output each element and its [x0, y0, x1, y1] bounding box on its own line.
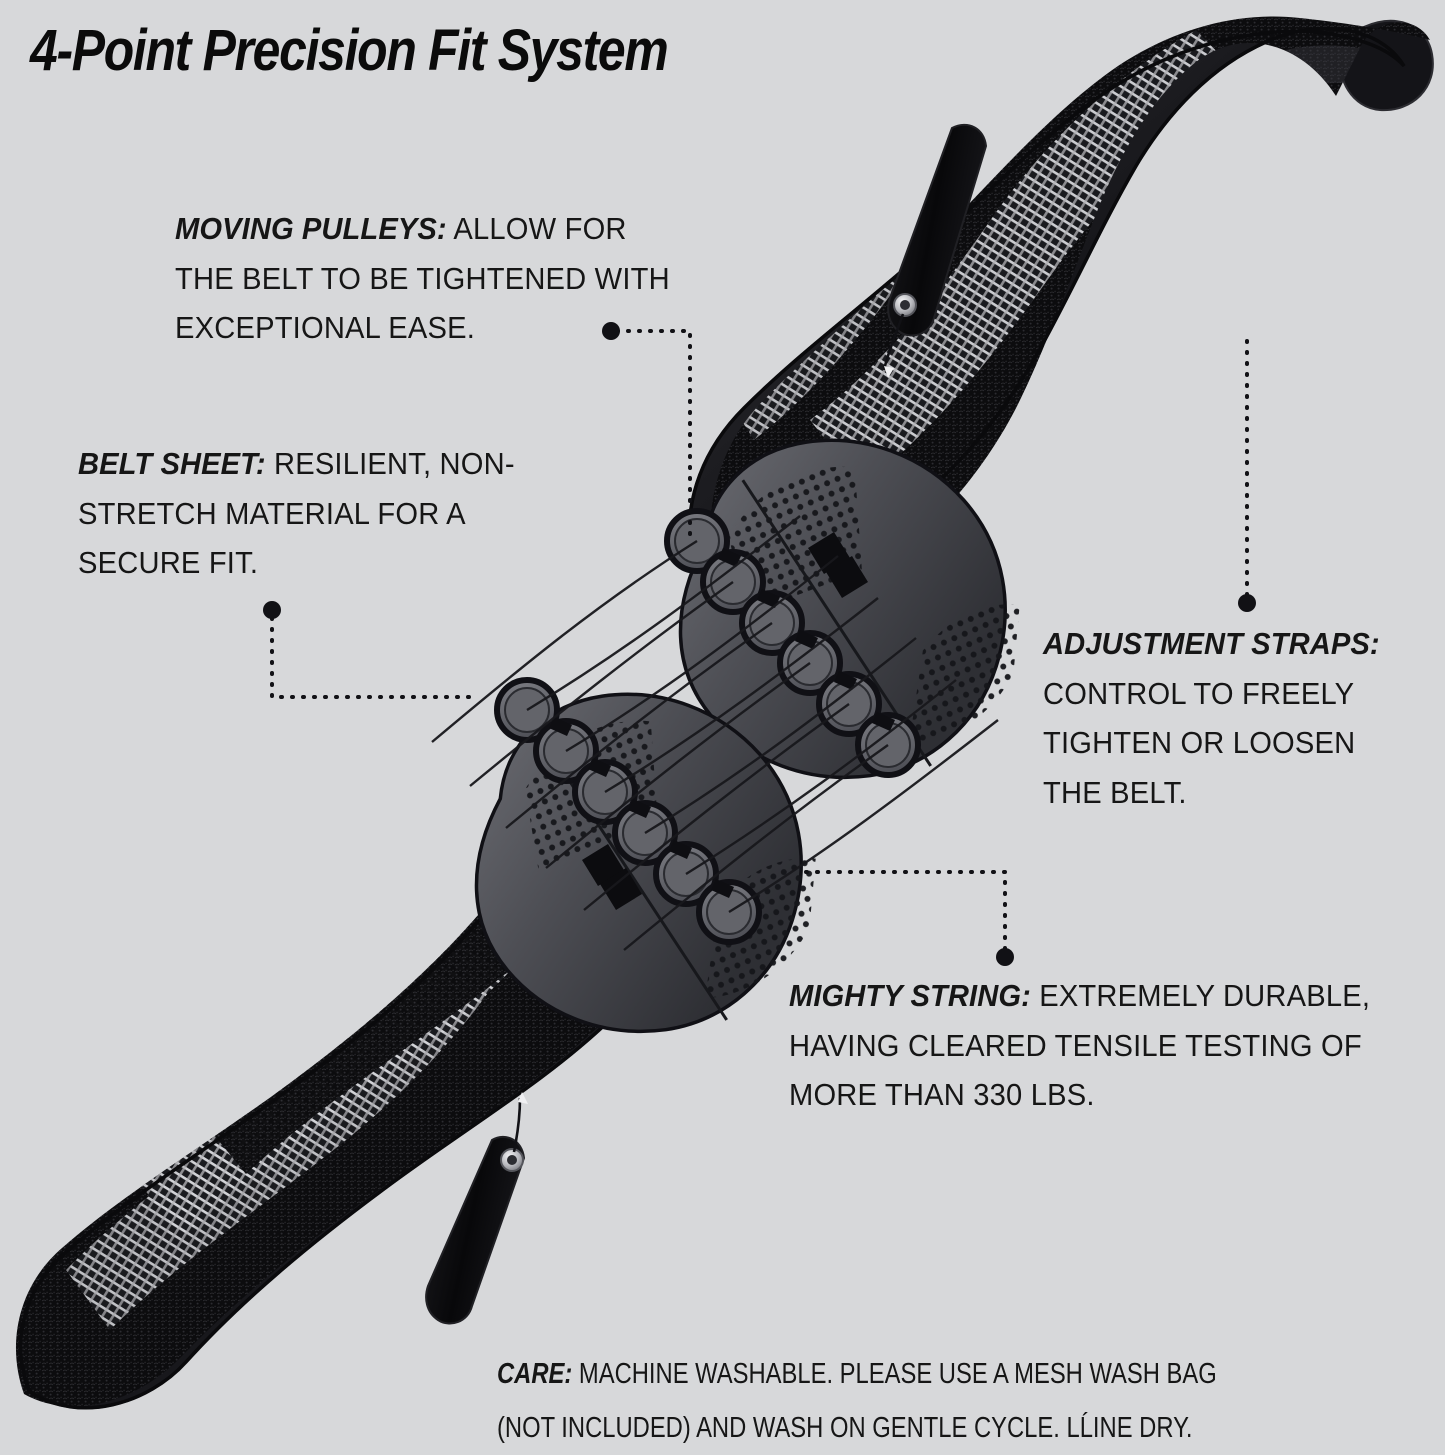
string-guide-upper: [808, 532, 868, 598]
pulley-pad-upper: [664, 438, 1020, 780]
string-guide-lower: [582, 844, 642, 910]
pull-tab-upper: [882, 123, 988, 378]
callout-moving-pulleys: MOVING PULLEYS: ALLOW FOR THE BELT TO BE…: [175, 205, 681, 354]
callout-body-belt-sheet: RESILIENT, NON-STRETCH MATERIAL FOR A SE…: [78, 447, 515, 581]
callout-label-mighty-string: MIGHTY STRING:: [789, 979, 1031, 1013]
connector-dot-adjustment-straps: [1238, 594, 1256, 612]
callout-label-moving-pulleys: MOVING PULLEYS:: [175, 212, 447, 246]
connector-dot-belt-sheet: [263, 601, 281, 619]
pull-tab-lower: [425, 1092, 528, 1325]
mighty-string-lacing: [431, 515, 999, 951]
pulley-ring: [664, 508, 730, 574]
care-line-2: (NOT INCLUDED) AND WASH ON GENTLE CYCLE.…: [497, 1411, 1193, 1444]
callout-body-adjustment-straps: CONTROL TO FREELY TIGHTEN OR LOOSEN THE …: [1043, 676, 1356, 811]
connector-dot-moving-pulleys: [602, 322, 620, 340]
callout-mighty-string: MIGHTY STRING: EXTREMELY DURABLE, HAVING…: [789, 972, 1400, 1121]
page-title: 4-Point Precision Fit System: [30, 18, 669, 83]
connector-mighty-string: [798, 870, 1007, 951]
callout-adjustment-straps: ADJUSTMENT STRAPS: CONTROL TO FREELY TIG…: [1043, 620, 1411, 819]
care-instructions: CARE: MACHINE WASHABLE. PLEASE USE A MES…: [497, 1348, 1264, 1455]
connector-moving-pulleys: [615, 329, 692, 539]
callout-body-moving-pulleys: ALLOW FOR THE BELT TO BE TIGHTENED WITH …: [175, 212, 670, 346]
callout-body-mighty-string: EXTREMELY DURABLE, HAVING CLEARED TENSIL…: [789, 979, 1371, 1113]
care-label: CARE:: [497, 1358, 573, 1390]
connector-dot-mighty-string: [996, 948, 1014, 966]
mighty-string: [882, 313, 905, 371]
callout-label-adjustment-straps: ADJUSTMENT STRAPS:: [1043, 627, 1380, 661]
callout-label-belt-sheet: BELT SHEET:: [78, 447, 266, 481]
connector-belt-sheet: [270, 616, 478, 699]
callout-belt-sheet: BELT SHEET: RESILIENT, NON-STRETCH MATER…: [78, 440, 527, 589]
pulley-ring-group-upper: [664, 508, 921, 778]
care-line-1: MACHINE WASHABLE. PLEASE USE A MESH WASH…: [572, 1358, 1217, 1390]
